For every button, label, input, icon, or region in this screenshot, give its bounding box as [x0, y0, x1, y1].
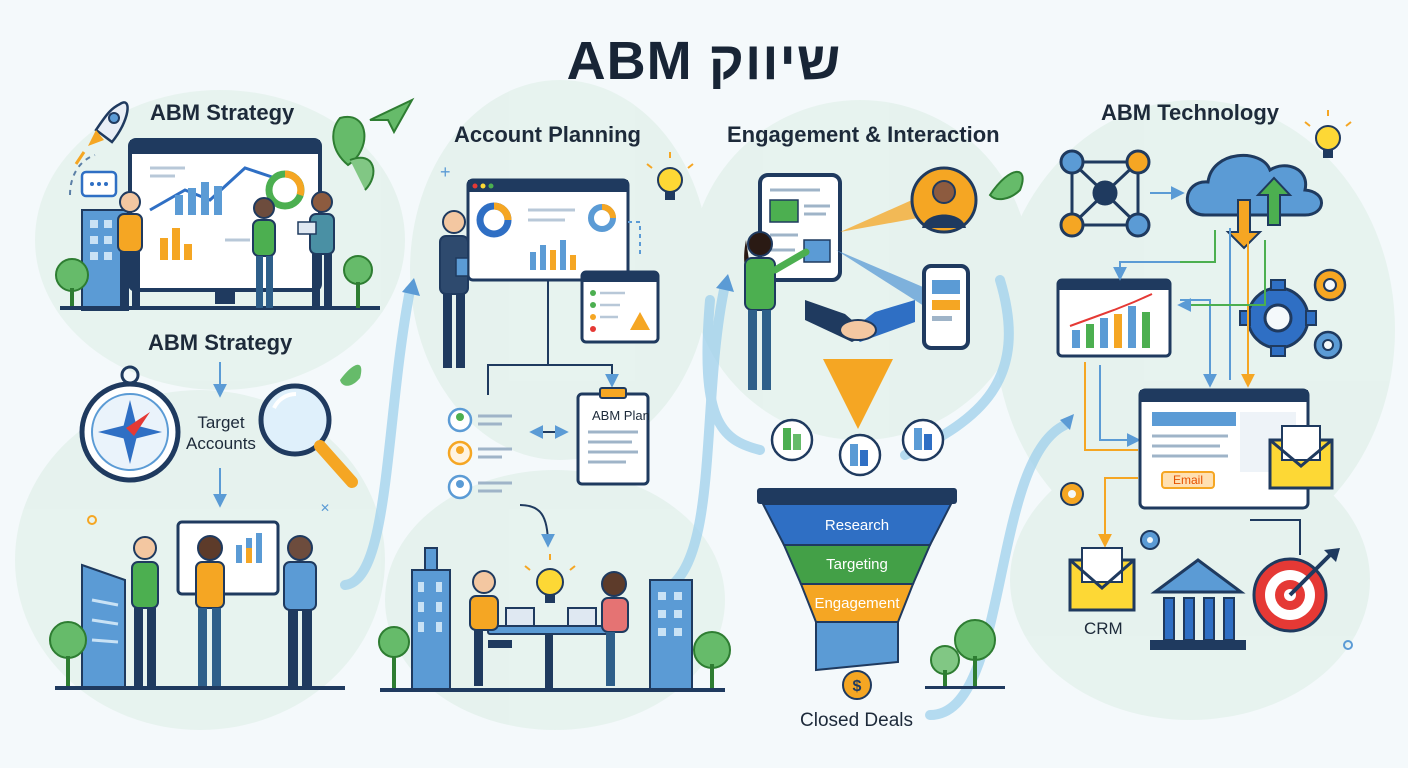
- meeting-table: [487, 625, 615, 635]
- person-icon: [439, 210, 469, 368]
- strategy-team-scene: [49, 520, 345, 690]
- account-badges: [770, 418, 945, 477]
- magnifier-icon: [258, 383, 358, 488]
- clipboard-icon: [576, 387, 650, 486]
- funnel-label-research: Research: [824, 517, 890, 534]
- dollar-coin-icon: [842, 670, 872, 700]
- person-icon: [283, 535, 317, 686]
- svg-text:✕: ✕: [320, 501, 330, 515]
- leaf-icon: [340, 364, 362, 386]
- bank-icon: [1150, 558, 1246, 650]
- person-icon: [252, 197, 276, 308]
- strategy-sub-heading: ABM Strategy: [148, 330, 293, 355]
- svg-text:+: +: [440, 162, 451, 182]
- closed-deals-label: Closed Deals: [800, 710, 913, 731]
- gear-icon: [1060, 482, 1084, 506]
- funnel-label-engagement: Engagement: [814, 595, 900, 612]
- engagement-heading: Engagement & Interaction: [727, 122, 1000, 147]
- lightbulb-icon: [1304, 110, 1352, 158]
- lightbulb-icon: [524, 554, 576, 603]
- contact-list: [447, 407, 512, 500]
- leaf-icon: [332, 115, 366, 167]
- page-title: שיווק ABM: [566, 31, 842, 91]
- paper-plane-icon: [369, 97, 415, 135]
- technology-scene: [1056, 110, 1353, 650]
- tree-icon: [55, 258, 89, 292]
- presentation-board: [176, 520, 280, 596]
- sales-funnel: $: [757, 488, 1005, 700]
- cloud-icon: [1185, 153, 1323, 250]
- svg-text:$: $: [853, 678, 862, 695]
- crm-label: CRM: [1084, 619, 1123, 638]
- strategy-top-scene: [55, 97, 415, 311]
- gear-icon: [1239, 279, 1317, 357]
- person-icon: [744, 231, 810, 390]
- planning-top-scene: +: [439, 152, 694, 395]
- crm-envelope-icon: [1068, 547, 1136, 612]
- email-button[interactable]: [1161, 471, 1215, 489]
- dashboard-monitor: [128, 138, 322, 292]
- planning-heading: Account Planning: [454, 122, 641, 147]
- network-icon: [1059, 149, 1151, 238]
- technology-heading: ABM Technology: [1101, 100, 1280, 125]
- rocket-icon: [74, 101, 129, 165]
- strategy-heading: ABM Strategy: [150, 100, 295, 125]
- tree-icon: [930, 619, 996, 688]
- handshake-icon: [805, 300, 915, 342]
- person-icon: [131, 536, 159, 686]
- flow-arrows: [402, 274, 1074, 430]
- planning-bottom-scene: [378, 547, 731, 692]
- engagement-top-scene: [744, 166, 1024, 429]
- email-button-label[interactable]: Email: [1172, 473, 1203, 487]
- lightbulb-icon: [646, 152, 694, 200]
- compass-icon: [79, 365, 181, 483]
- person-icon: [117, 191, 143, 308]
- person-icon: [469, 570, 535, 686]
- person-icon: [567, 571, 629, 686]
- funnel-label-targeting: Targeting: [826, 556, 888, 573]
- gear-icon: [1313, 268, 1347, 302]
- target-icon: [1252, 548, 1340, 633]
- person-icon: [195, 535, 225, 686]
- leaf-icon: [988, 170, 1024, 201]
- gear-icon: [1313, 330, 1343, 360]
- abm-plan-label: ABM Plan: [592, 408, 650, 423]
- envelope-icon: [1268, 425, 1334, 490]
- planning-middle-scene: [447, 387, 650, 548]
- gear-icon: [1140, 530, 1160, 550]
- target-accounts-label: Target Accounts: [186, 413, 256, 453]
- person-icon: [297, 191, 335, 308]
- strategy-target-scene: ✕: [79, 362, 362, 525]
